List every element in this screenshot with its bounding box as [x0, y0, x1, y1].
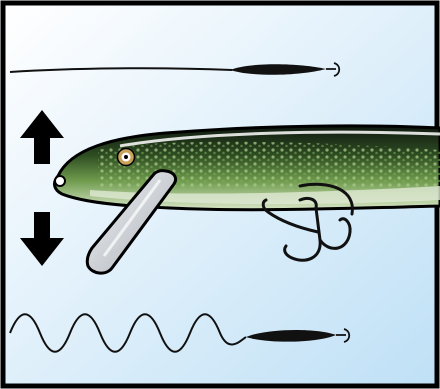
lure-eye-icon: [118, 149, 135, 166]
line-tie-ring: [55, 176, 65, 186]
